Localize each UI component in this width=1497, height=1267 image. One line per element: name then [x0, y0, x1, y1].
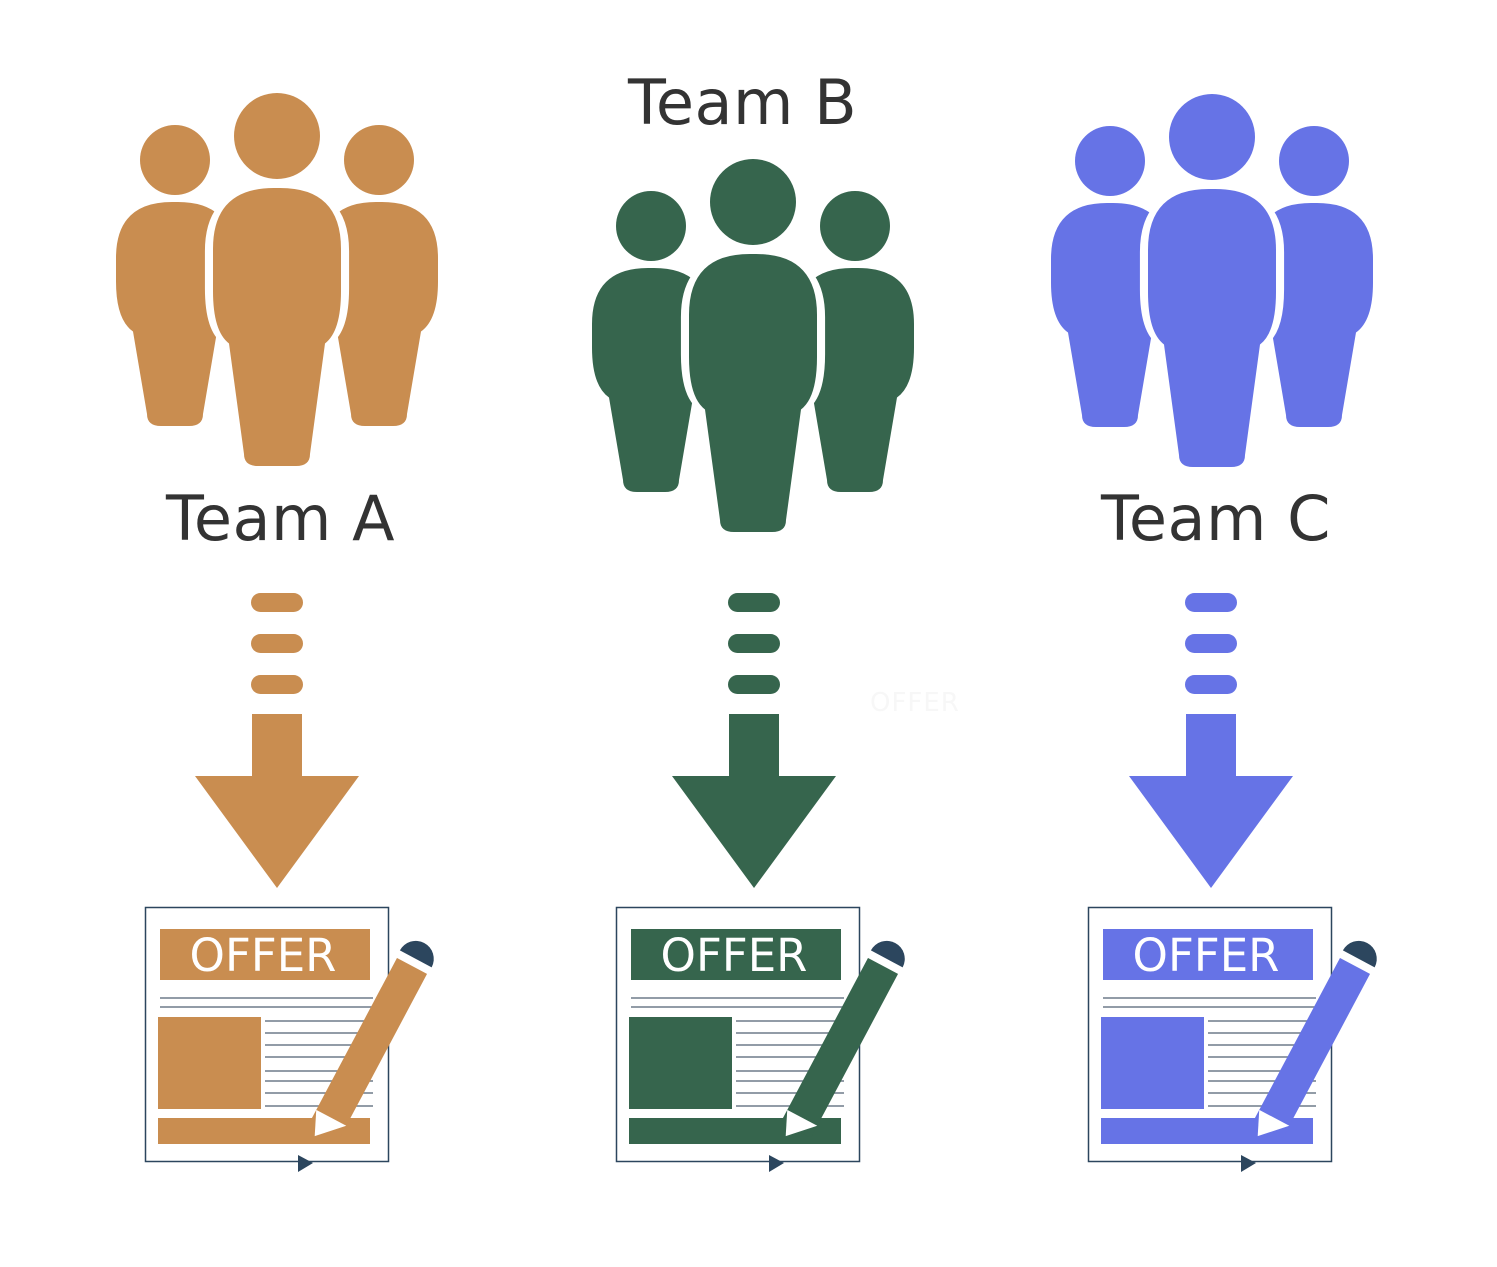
offer-banner: [631, 929, 841, 980]
team-a-offer-icon: OFFER: [144, 906, 434, 1172]
team-a-arrow-dash: [251, 675, 303, 694]
image-block: [158, 1017, 261, 1109]
team-a-arrow-shaft: [252, 714, 302, 778]
pen-marker-icon: [1241, 1155, 1256, 1172]
team-a-arrow-icon: [195, 593, 359, 888]
pen-marker-icon: [769, 1155, 784, 1172]
offer-label: OFFER: [1133, 929, 1280, 982]
team-c-pencil-icon: [1252, 940, 1377, 1139]
pencil-tip: [1257, 1109, 1290, 1137]
pencil-eraser: [1342, 940, 1377, 968]
team-b-arrow-dash: [728, 675, 780, 694]
team-c-arrow-dash: [1185, 593, 1237, 612]
offer-label: OFFER: [661, 929, 808, 982]
ghost-offer-watermark: OFFER: [870, 688, 960, 718]
team-b-arrow-dash: [728, 634, 780, 653]
pencil-band: [1339, 952, 1374, 975]
team-c-label: Team C: [1101, 482, 1331, 555]
team-c-arrow-shaft: [1186, 714, 1236, 778]
team-c-arrow-dash: [1185, 675, 1237, 694]
team-a-arrow-head: [195, 776, 359, 888]
team-c-arrow-icon: [1129, 593, 1293, 888]
offer-banner: [1103, 929, 1313, 980]
team-b-arrow-shaft: [729, 714, 779, 778]
team-c-offer-icon: OFFER: [1087, 906, 1377, 1172]
offer-label: OFFER: [190, 929, 337, 982]
team-c-people-icon: [1051, 94, 1373, 470]
team-b-arrow-icon: [672, 593, 836, 888]
team-c-arrow-head: [1129, 776, 1293, 888]
team-a-label: Team A: [166, 482, 395, 555]
team-b-arrow-head: [672, 776, 836, 888]
team-b-arrow-dash: [728, 593, 780, 612]
pen-marker-icon: [298, 1155, 313, 1172]
pencil-eraser: [870, 940, 905, 968]
team-b-pencil-icon: [780, 940, 905, 1139]
team-b-label: Team B: [628, 66, 858, 139]
pencil-eraser: [399, 940, 434, 968]
offer-banner: [160, 929, 370, 980]
team-a-people-icon: [116, 93, 438, 469]
pencil-tip: [785, 1109, 818, 1137]
image-block: [629, 1017, 732, 1109]
pencil-body: [780, 954, 900, 1139]
image-block: [1101, 1017, 1204, 1109]
team-b-people-icon: [592, 159, 914, 535]
team-a-arrow-dash: [251, 634, 303, 653]
team-b-offer-icon: OFFER: [615, 906, 905, 1172]
team-a-pencil-icon: [309, 940, 434, 1139]
pencil-band: [396, 952, 431, 975]
pencil-tip: [314, 1109, 347, 1137]
pencil-body: [309, 954, 429, 1139]
team-c-arrow-dash: [1185, 634, 1237, 653]
team-a-arrow-dash: [251, 593, 303, 612]
pencil-band: [867, 952, 902, 975]
pencil-body: [1252, 954, 1372, 1139]
